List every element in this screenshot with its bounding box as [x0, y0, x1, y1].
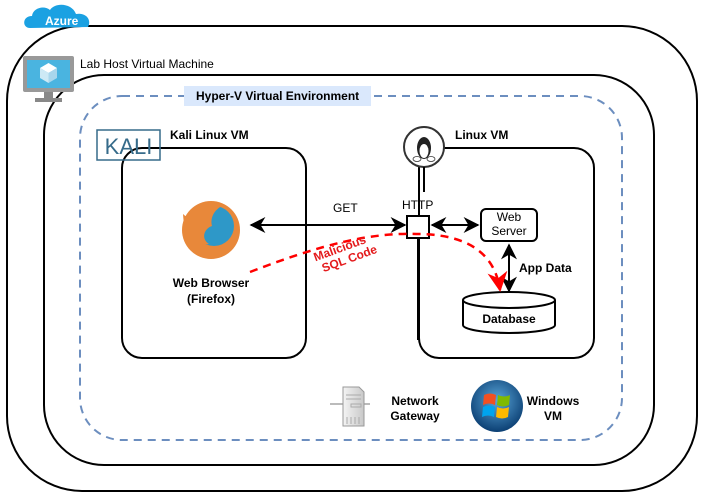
hyperv-label: Hyper-V Virtual Environment [184, 86, 372, 106]
network-gateway-label: Network Gateway [380, 394, 450, 424]
network-gateway-label-line1: Network [391, 394, 439, 408]
firefox-icon [182, 201, 240, 259]
http-label: HTTP [402, 198, 434, 212]
azure-label: Azure [45, 14, 79, 28]
windows-logo-icon [471, 380, 523, 432]
lab-host-container [43, 74, 655, 466]
app-data-label: App Data [519, 261, 572, 275]
kali-vm-label: Kali Linux VM [170, 128, 249, 142]
lab-host-label: Lab Host Virtual Machine [80, 57, 214, 71]
azure-cloud-icon: Azure [24, 4, 90, 29]
web-server-box [480, 208, 538, 242]
web-browser-label-line2: (Firefox) [187, 292, 235, 306]
web-browser-label: Web Browser (Firefox) [166, 275, 256, 307]
web-browser-label-line1: Web Browser [172, 276, 250, 290]
database-cylinder [462, 291, 556, 334]
network-gateway-label-line2: Gateway [390, 409, 440, 423]
database-label: Database [482, 312, 536, 326]
linux-vm-label: Linux VM [455, 128, 509, 142]
linux-tux-icon [403, 126, 445, 168]
virtual-machine-icon [23, 56, 74, 102]
network-gateway-icon [330, 386, 370, 427]
get-label: GET [333, 201, 358, 215]
kali-logo-text: KALI [105, 134, 153, 159]
azure-container [6, 25, 698, 492]
windows-vm-label-line2: VM [544, 409, 562, 423]
web-server-label: Web Server [481, 210, 537, 238]
web-server-label-line1: Web [496, 210, 522, 224]
windows-vm-label: Windows VM [522, 394, 584, 424]
web-server-label-line2: Server [491, 224, 527, 238]
kali-logo-icon: KALI [96, 129, 161, 161]
malicious-sql-path [249, 232, 508, 292]
windows-vm-label-line1: Windows [526, 394, 580, 408]
